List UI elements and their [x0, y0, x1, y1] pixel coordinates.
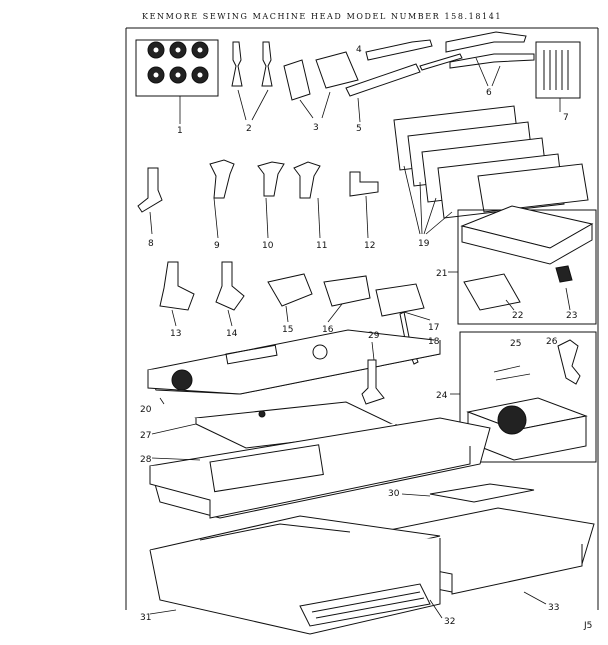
part-label-10: 10 — [262, 241, 274, 251]
spool-pins-part — [231, 41, 273, 121]
part-label-5: 5 — [356, 124, 362, 134]
part-label-20: 20 — [140, 405, 152, 415]
needle-pack-part — [535, 41, 581, 112]
slide-drawer-part — [299, 583, 443, 627]
part-label-30: 30 — [388, 489, 400, 499]
presser-feet-row-one — [137, 159, 379, 239]
screwdriver-part — [345, 39, 463, 123]
part-label-19: 19 — [418, 239, 430, 249]
part-label-22: 22 — [512, 311, 523, 321]
bed-plate-part — [147, 329, 441, 405]
part-label-29: 29 — [368, 331, 380, 341]
carrying-case-part — [149, 515, 441, 635]
part-label-8: 8 — [148, 239, 154, 249]
cam-discs-part — [393, 105, 589, 235]
part-label-11: 11 — [316, 241, 327, 251]
part-label-32: 32 — [444, 617, 455, 627]
part-label-25: 25 — [510, 339, 521, 349]
part-label-13: 13 — [170, 329, 181, 339]
instruction-book-part — [283, 51, 359, 119]
part-label-3: 3 — [313, 123, 319, 133]
part-label-31: 31 — [140, 613, 151, 623]
part-label-1: 1 — [177, 126, 183, 136]
part-label-21: 21 — [436, 269, 447, 279]
part-label-26: 26 — [546, 337, 558, 347]
diagram-title: KENMORE SEWING MACHINE HEAD MODEL NUMBER… — [142, 12, 502, 21]
part-label-9: 9 — [214, 241, 220, 251]
part-label-16: 16 — [322, 325, 334, 335]
presser-foot-upright-part — [361, 341, 385, 405]
part-label-23: 23 — [566, 311, 577, 321]
page-code: J5 — [583, 621, 592, 631]
part-label-4: 4 — [356, 45, 362, 55]
part-label-12: 12 — [364, 241, 375, 251]
part-label-28: 28 — [140, 455, 152, 465]
part-label-2: 2 — [246, 124, 252, 134]
part-label-14: 14 — [226, 329, 238, 339]
part-label-17: 17 — [428, 323, 439, 333]
part-label-33: 33 — [548, 603, 559, 613]
part-label-7: 7 — [563, 113, 569, 123]
machine-base-part — [149, 417, 491, 519]
part-label-18: 18 — [428, 337, 440, 347]
accessory-box-part — [448, 205, 597, 325]
bobbins-part — [135, 39, 219, 124]
presser-feet-row-two — [159, 261, 431, 327]
part-label-15: 15 — [282, 325, 293, 335]
part-label-27: 27 — [140, 431, 151, 441]
seam-ripper-part — [445, 31, 535, 87]
needle-plate-part — [151, 401, 398, 449]
part-label-24: 24 — [436, 391, 448, 401]
part-label-6: 6 — [486, 88, 492, 98]
